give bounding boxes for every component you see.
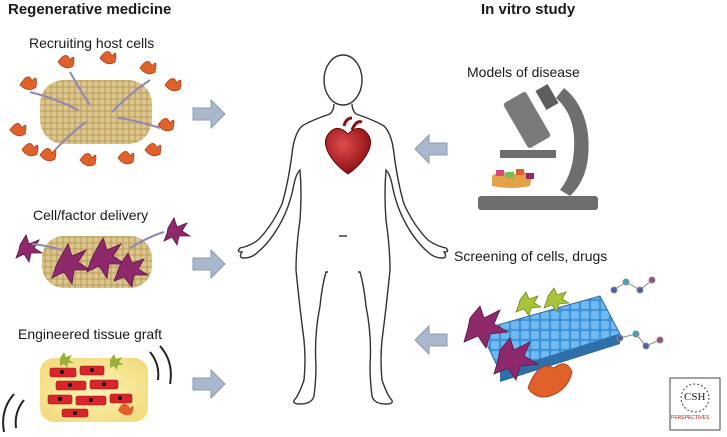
drug-molecules bbox=[610, 276, 664, 350]
csh-perspectives-logo bbox=[669, 377, 721, 431]
label-models-of-disease: Models of disease bbox=[467, 64, 580, 80]
logo-sub-text: PERSPECTIVES bbox=[671, 415, 710, 421]
heading-in-vitro-study: In vitro study bbox=[481, 1, 576, 18]
logo-main-text: CSH bbox=[684, 391, 706, 403]
label-cell-factor-delivery: Cell/factor delivery bbox=[33, 207, 149, 223]
label-engineered-tissue-graft: Engineered tissue graft bbox=[18, 326, 162, 342]
arrow-screening bbox=[414, 324, 448, 356]
delivered-cells bbox=[15, 217, 192, 288]
arrow-graft bbox=[192, 368, 226, 400]
arrow-models bbox=[414, 133, 448, 165]
label-screening-of-cells-drugs: Screening of cells, drugs bbox=[454, 248, 608, 264]
label-recruiting-host-cells: Recruiting host cells bbox=[29, 35, 155, 51]
arrow-delivery bbox=[192, 248, 226, 280]
heading-regenerative-medicine: Regenerative medicine bbox=[8, 1, 172, 18]
host-cells bbox=[9, 51, 182, 167]
recruiting-host-cells-illustration bbox=[9, 51, 182, 167]
microscope-icon bbox=[478, 83, 598, 210]
right-arrows bbox=[414, 133, 448, 356]
human-body-outline bbox=[237, 54, 449, 405]
arrow-recruiting bbox=[192, 98, 226, 130]
graft-motion-lines bbox=[2, 345, 172, 433]
left-arrows bbox=[192, 98, 226, 400]
engineered-tissue-graft-illustration bbox=[2, 345, 172, 433]
screening-illustration bbox=[463, 276, 664, 398]
cell-factor-delivery-illustration bbox=[15, 217, 192, 288]
scaffold-block bbox=[40, 80, 152, 144]
recruit-arrows bbox=[29, 71, 161, 151]
disease-sample-cells bbox=[492, 169, 534, 188]
heart-icon bbox=[324, 116, 372, 175]
